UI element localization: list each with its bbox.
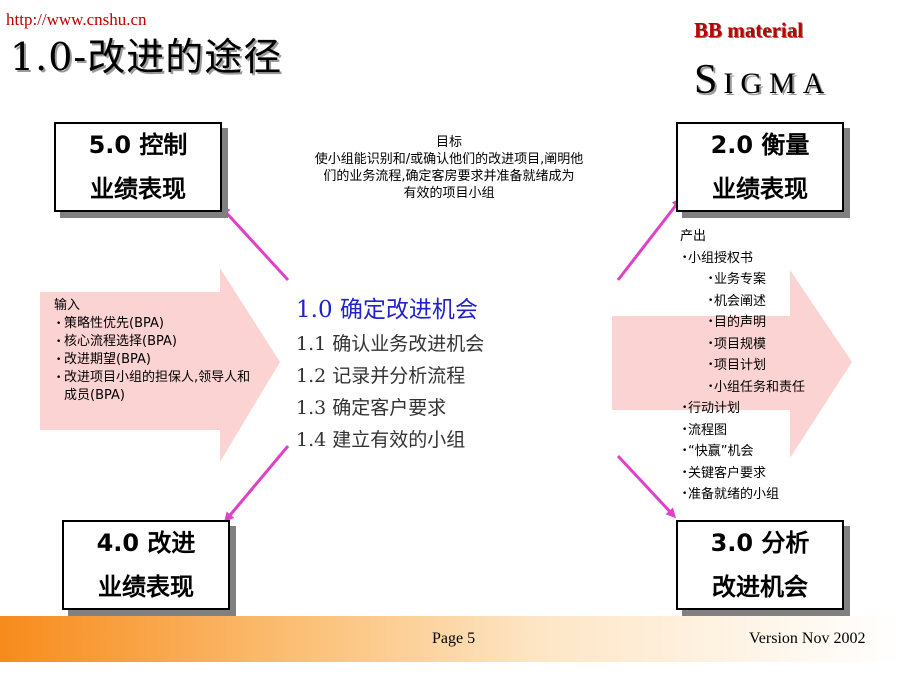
page-number: Page 5 <box>432 630 476 647</box>
center-steps: 1.0 确定改进机会 1.1 确认业务改进机会 1.2 记录并分析流程 1.3 … <box>296 292 484 456</box>
output-subitem: 小组任务和责任 <box>706 377 880 399</box>
output-subitem: 项目规模 <box>706 334 880 356</box>
analyze-box: 3.0 分析 改进机会 <box>676 520 844 610</box>
outputs-list: 小组授权书 业务专案 机会阐述 目的声明 项目规模 项目计划 小组任务和责任 行… <box>680 248 880 506</box>
connector-to-analyze <box>616 454 677 519</box>
step-item: 1.3 确定客户要求 <box>296 397 447 419</box>
logo-rest: IGMA <box>723 67 832 100</box>
center-heading: 1.0 确定改进机会 <box>296 297 478 323</box>
connector-to-improve <box>224 445 290 523</box>
step-item: 1.2 记录并分析流程 <box>296 365 466 387</box>
output-subitem: 目的声明 <box>706 312 880 334</box>
version-label: Version Nov 2002 <box>749 630 866 647</box>
output-subitem: 业务专案 <box>706 269 880 291</box>
input-item: 核心流程选择(BPA) <box>54 333 254 351</box>
measure-line-2: 业绩表现 <box>712 175 808 203</box>
output-item: 准备就绪的小组 <box>680 484 880 506</box>
output-item: “快赢”机会 <box>680 441 880 463</box>
analyze-line-1: 3.0 分析 <box>710 529 810 557</box>
control-box: 5.0 控制 业绩表现 <box>54 122 222 212</box>
input-item: 改进项目小组的担保人,领导人和成员(BPA) <box>54 369 254 405</box>
sigma-logo: SIGMA <box>694 56 831 104</box>
input-item: 改进期望(BPA) <box>54 351 254 369</box>
analyze-line-2: 改进机会 <box>712 573 808 601</box>
goal-text: 目标 使小组能识别和/或确认他们的改进项目,阐明他 们的业务流程,确定客房要求并… <box>284 134 614 202</box>
connector-to-measure <box>616 197 682 281</box>
logo-initial: S <box>694 57 724 103</box>
output-item: 行动计划 <box>680 398 880 420</box>
source-url: http://www.cnshu.cn <box>6 10 147 29</box>
goal-line: 使小组能识别和/或确认他们的改进项目,阐明他 <box>314 152 584 167</box>
input-item: 策略性优先(BPA) <box>54 315 254 333</box>
output-subitem: 项目计划 <box>706 355 880 377</box>
goal-line: 们的业务流程,确定客房要求并准备就绪成为 <box>323 169 575 184</box>
output-item: 小组授权书 <box>680 248 880 270</box>
page-title: 1.0-改进的途径 <box>10 35 283 79</box>
outputs-heading: 产出 <box>680 229 707 244</box>
footer-bar <box>0 616 900 662</box>
measure-box: 2.0 衡量 业绩表现 <box>676 122 844 212</box>
outputs-panel: 产出 小组授权书 业务专案 机会阐述 目的声明 项目规模 项目计划 小组任务和责… <box>680 226 880 506</box>
measure-line-1: 2.0 衡量 <box>710 131 810 159</box>
improve-line-1: 4.0 改进 <box>96 529 196 557</box>
connector-to-control <box>219 205 290 282</box>
control-line-1: 5.0 控制 <box>88 131 188 159</box>
inputs-heading: 输入 <box>54 298 81 313</box>
inputs-panel: 输入 策略性优先(BPA) 核心流程选择(BPA) 改进期望(BPA) 改进项目… <box>54 297 254 405</box>
step-item: 1.4 建立有效的小组 <box>296 429 466 451</box>
output-item: 流程图 <box>680 420 880 442</box>
brand-label: BB material <box>694 18 804 42</box>
goal-heading: 目标 <box>435 135 462 150</box>
improve-box: 4.0 改进 业绩表现 <box>62 520 230 610</box>
step-item: 1.1 确认业务改进机会 <box>296 333 485 355</box>
output-item: 关键客户要求 <box>680 463 880 485</box>
inputs-list: 策略性优先(BPA) 核心流程选择(BPA) 改进期望(BPA) 改进项目小组的… <box>54 315 254 405</box>
goal-line: 有效的项目小组 <box>403 186 495 201</box>
improve-line-2: 业绩表现 <box>98 573 194 601</box>
output-subitem: 机会阐述 <box>706 291 880 313</box>
control-line-2: 业绩表现 <box>90 175 186 203</box>
